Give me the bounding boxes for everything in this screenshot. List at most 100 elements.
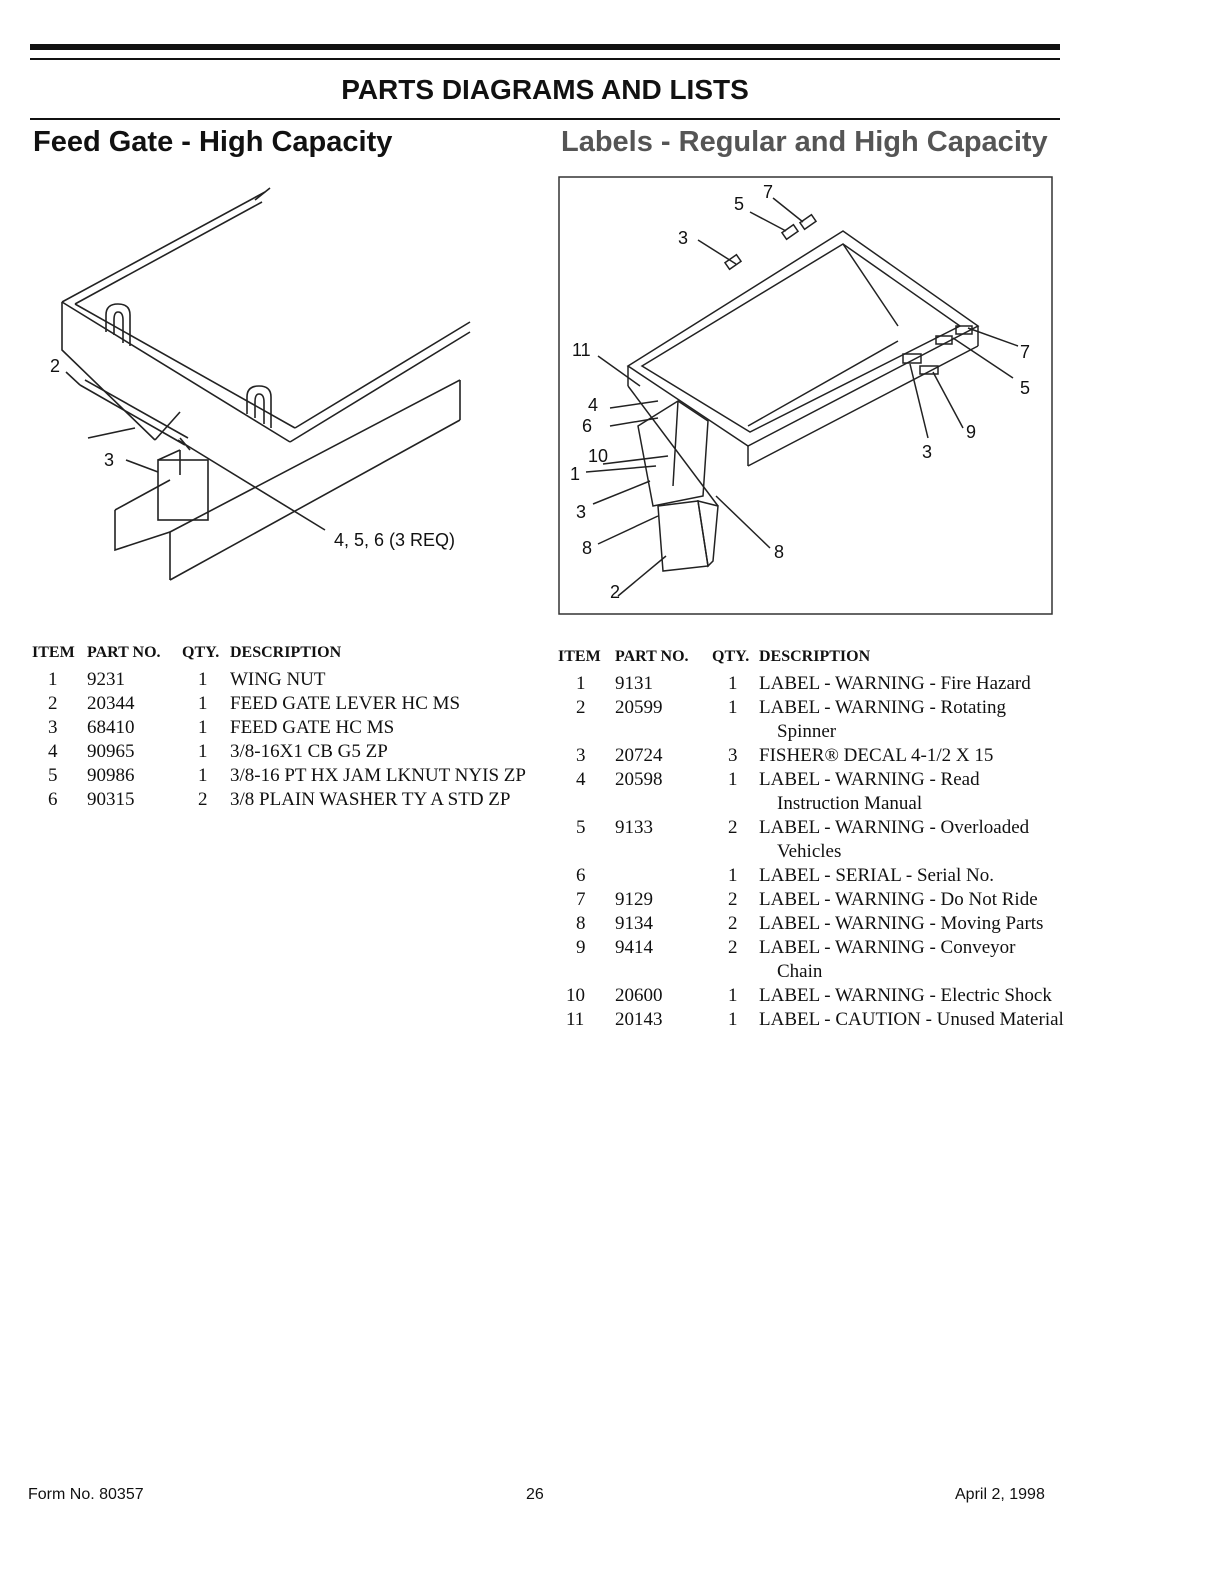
description-line: LABEL - WARNING - Conveyor <box>759 937 1016 958</box>
part-no-cell: 20599 <box>615 697 663 718</box>
part-no-cell: 20724 <box>615 745 663 766</box>
description-line: LABEL - WARNING - Fire Hazard <box>759 673 1031 694</box>
top-rule-thick <box>30 44 1060 50</box>
description-cell: 3/8-16X1 CB G5 ZP <box>230 741 388 762</box>
table-row: 2 20599 1 LABEL - WARNING - Rotating Spi… <box>558 696 1064 744</box>
item-cell: 7 <box>576 889 586 910</box>
feed-gate-parts-table: ITEM PART NO. QTY. DESCRIPTION 1 9231 1 … <box>32 644 526 812</box>
table-row: 6 1 LABEL - SERIAL - Serial No. <box>558 864 1064 888</box>
feed-gate-section-title: Feed Gate - High Capacity <box>33 126 393 158</box>
description-cell: LABEL - WARNING - Conveyor Chain <box>759 936 1064 984</box>
feed-gate-diagram: 2 3 4, 5, 6 (3 REQ) <box>50 187 471 581</box>
part-no-cell: 9134 <box>615 913 653 934</box>
part-no-cell: 9414 <box>615 937 653 958</box>
description-cell: LABEL - WARNING - Read Instruction Manua… <box>759 768 1064 816</box>
description-line: LABEL - WARNING - Do Not Ride <box>759 889 1038 910</box>
col-part-no-header: PART NO. <box>615 648 689 665</box>
table-row: 6 90315 2 3/8 PLAIN WASHER TY A STD ZP <box>32 788 526 812</box>
labels-callout-11: 11 <box>572 340 591 360</box>
part-no-cell: 90315 <box>87 789 135 810</box>
table-row: 4 20598 1 LABEL - WARNING - Read Instruc… <box>558 768 1064 816</box>
description-line: LABEL - WARNING - Overloaded <box>759 817 1030 838</box>
description-cell: LABEL - WARNING - Do Not Ride <box>759 888 1064 912</box>
item-cell: 8 <box>576 913 586 934</box>
qty-cell: 2 <box>728 913 738 934</box>
qty-cell: 2 <box>728 889 738 910</box>
qty-cell: 1 <box>728 673 738 694</box>
description-continuation: Chain <box>777 961 823 982</box>
item-cell: 6 <box>48 789 58 810</box>
labels-callout-3-top: 3 <box>678 228 688 248</box>
table-row: 1 9131 1 LABEL - WARNING - Fire Hazard <box>558 672 1064 696</box>
description-cell: LABEL - WARNING - Fire Hazard <box>759 672 1064 696</box>
part-no-cell: 9131 <box>615 673 653 694</box>
labels-callout-3-left: 3 <box>576 502 586 522</box>
part-no-cell: 20344 <box>87 693 135 714</box>
labels-callout-5-top: 5 <box>734 194 744 214</box>
description-cell: LABEL - WARNING - Overloaded Vehicles <box>759 816 1064 864</box>
qty-cell: 1 <box>198 741 208 762</box>
qty-cell: 2 <box>728 937 738 958</box>
labels-callout-5-right: 5 <box>1020 378 1030 398</box>
labels-parts-table: ITEM PART NO. QTY. DESCRIPTION 1 9131 1 … <box>558 648 1064 1032</box>
part-no-cell: 9129 <box>615 889 653 910</box>
description-cell: WING NUT <box>230 669 326 690</box>
feed-gate-callout-2: 2 <box>50 356 60 376</box>
table-row: 8 9134 2 LABEL - WARNING - Moving Parts <box>558 912 1064 936</box>
labels-callout-6: 6 <box>582 416 592 436</box>
feed-gate-callout-4-5-6: 4, 5, 6 (3 REQ) <box>334 530 455 550</box>
part-no-cell: 90986 <box>87 765 135 786</box>
labels-callout-8-right: 8 <box>774 542 784 562</box>
item-cell: 6 <box>576 865 586 886</box>
table-row: 3 68410 1 FEED GATE HC MS <box>32 716 526 740</box>
description-cell: LABEL - WARNING - Moving Parts <box>759 912 1064 936</box>
description-cell: FISHER® DECAL 4-1/2 X 15 <box>759 744 1064 768</box>
item-cell: 3 <box>576 745 586 766</box>
part-no-cell: 20600 <box>615 985 663 1006</box>
item-cell: 2 <box>48 693 58 714</box>
col-qty-header: QTY. <box>712 648 750 665</box>
labels-diagram: 7 5 3 11 4 6 10 1 3 8 2 7 5 9 3 8 <box>558 176 1053 615</box>
description-line: LABEL - SERIAL - Serial No. <box>759 865 994 886</box>
col-description-header: DESCRIPTION <box>759 648 871 665</box>
part-no-cell <box>615 864 712 888</box>
labels-callout-4: 4 <box>588 395 598 415</box>
labels-callout-1: 1 <box>570 464 580 484</box>
description-line: FISHER® DECAL 4-1/2 X 15 <box>759 745 994 766</box>
col-item-header: ITEM <box>558 648 601 665</box>
item-cell: 11 <box>566 1009 585 1030</box>
description-cell: 3/8-16 PT HX JAM LKNUT NYIS ZP <box>230 765 526 786</box>
part-no-cell: 9231 <box>87 669 125 690</box>
page-title: PARTS DIAGRAMS AND LISTS <box>341 74 749 105</box>
description-line: LABEL - WARNING - Moving Parts <box>759 913 1044 934</box>
table-header-row: ITEM PART NO. QTY. DESCRIPTION <box>558 648 1064 672</box>
item-cell: 2 <box>576 697 586 718</box>
labels-callout-8-left: 8 <box>582 538 592 558</box>
part-no-cell: 68410 <box>87 717 135 738</box>
labels-section-title: Labels - Regular and High Capacity <box>561 126 1048 158</box>
item-cell: 5 <box>48 765 58 786</box>
feed-gate-callout-3: 3 <box>104 450 114 470</box>
qty-cell: 3 <box>728 745 738 766</box>
description-cell: FEED GATE HC MS <box>230 717 395 738</box>
description-cell: 3/8 PLAIN WASHER TY A STD ZP <box>230 789 511 810</box>
table-row: 7 9129 2 LABEL - WARNING - Do Not Ride <box>558 888 1064 912</box>
table-row: 10 20600 1 LABEL - WARNING - Electric Sh… <box>558 984 1064 1008</box>
description-cell: FEED GATE LEVER HC MS <box>230 693 461 714</box>
labels-callout-7-top: 7 <box>763 182 773 202</box>
description-line: LABEL - WARNING - Rotating <box>759 697 1006 718</box>
item-cell: 1 <box>576 673 586 694</box>
description-continuation: Spinner <box>777 721 837 742</box>
page-number: 26 <box>526 1486 544 1503</box>
table-row: 4 90965 1 3/8-16X1 CB G5 ZP <box>32 740 526 764</box>
item-cell: 10 <box>566 985 585 1006</box>
description-continuation: Instruction Manual <box>777 793 923 814</box>
part-no-cell: 20598 <box>615 769 663 790</box>
qty-cell: 1 <box>728 985 738 1006</box>
item-cell: 3 <box>48 717 58 738</box>
part-no-cell: 9133 <box>615 817 653 838</box>
table-row: 5 9133 2 LABEL - WARNING - Overloaded Ve… <box>558 816 1064 864</box>
form-number: Form No. 80357 <box>28 1486 144 1503</box>
qty-cell: 1 <box>728 697 738 718</box>
title-underline <box>30 118 1060 120</box>
